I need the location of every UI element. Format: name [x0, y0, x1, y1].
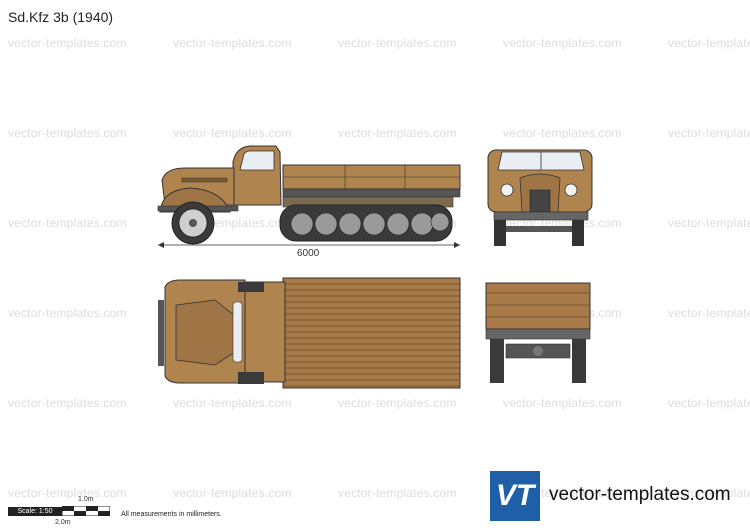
watermark-text: vector-templates.com	[338, 396, 457, 410]
watermark-text: vector-templates.com	[8, 396, 127, 410]
watermark-text: vector-templates.com	[173, 486, 292, 500]
watermark-text: vector-templates.com	[8, 216, 127, 230]
watermark-text: vector-templates.com	[503, 126, 622, 140]
watermark-text: vector-templates.com	[173, 126, 292, 140]
watermark-text: vector-templates.com	[503, 396, 622, 410]
watermark-text: vector-templates.com	[338, 486, 457, 500]
watermark-text: vector-templates.com	[668, 216, 750, 230]
watermark-text: vector-templates.com	[173, 36, 292, 50]
length-dimension: 6000	[297, 248, 320, 259]
watermark-text: vector-templates.com	[338, 36, 457, 50]
side-view	[157, 145, 461, 248]
watermark-text: vector-templates.com	[8, 36, 127, 50]
watermark-text: vector-templates.com	[668, 36, 750, 50]
watermark-text: vector-templates.com	[338, 126, 457, 140]
watermark-text: vector-templates.com	[668, 396, 750, 410]
front-view	[487, 149, 593, 246]
measurement-note: All measurements in millimeters.	[121, 511, 222, 518]
scale-label: Scale: 1:50	[8, 507, 62, 516]
watermark-text: vector-templates.com	[8, 486, 127, 500]
scale-bar	[62, 506, 110, 516]
scale-one-meter-label: 1.0m	[78, 496, 94, 503]
brand-site-link[interactable]: vector-templates.com	[549, 484, 731, 505]
scale-two-meter-label: 2.0m	[55, 519, 71, 526]
watermark-text: vector-templates.com	[503, 36, 622, 50]
brand-logo[interactable]: VT	[490, 471, 540, 521]
watermark-text: vector-templates.com	[8, 126, 127, 140]
watermark-text: vector-templates.com	[8, 306, 127, 320]
top-view	[158, 277, 461, 389]
watermark-text: vector-templates.com	[668, 306, 750, 320]
watermark-text: vector-templates.com	[173, 396, 292, 410]
page-title: Sd.Kfz 3b (1940)	[8, 9, 114, 25]
rear-view	[485, 282, 591, 383]
watermark-text: vector-templates.com	[668, 486, 750, 500]
watermark-text: vector-templates.com	[668, 126, 750, 140]
